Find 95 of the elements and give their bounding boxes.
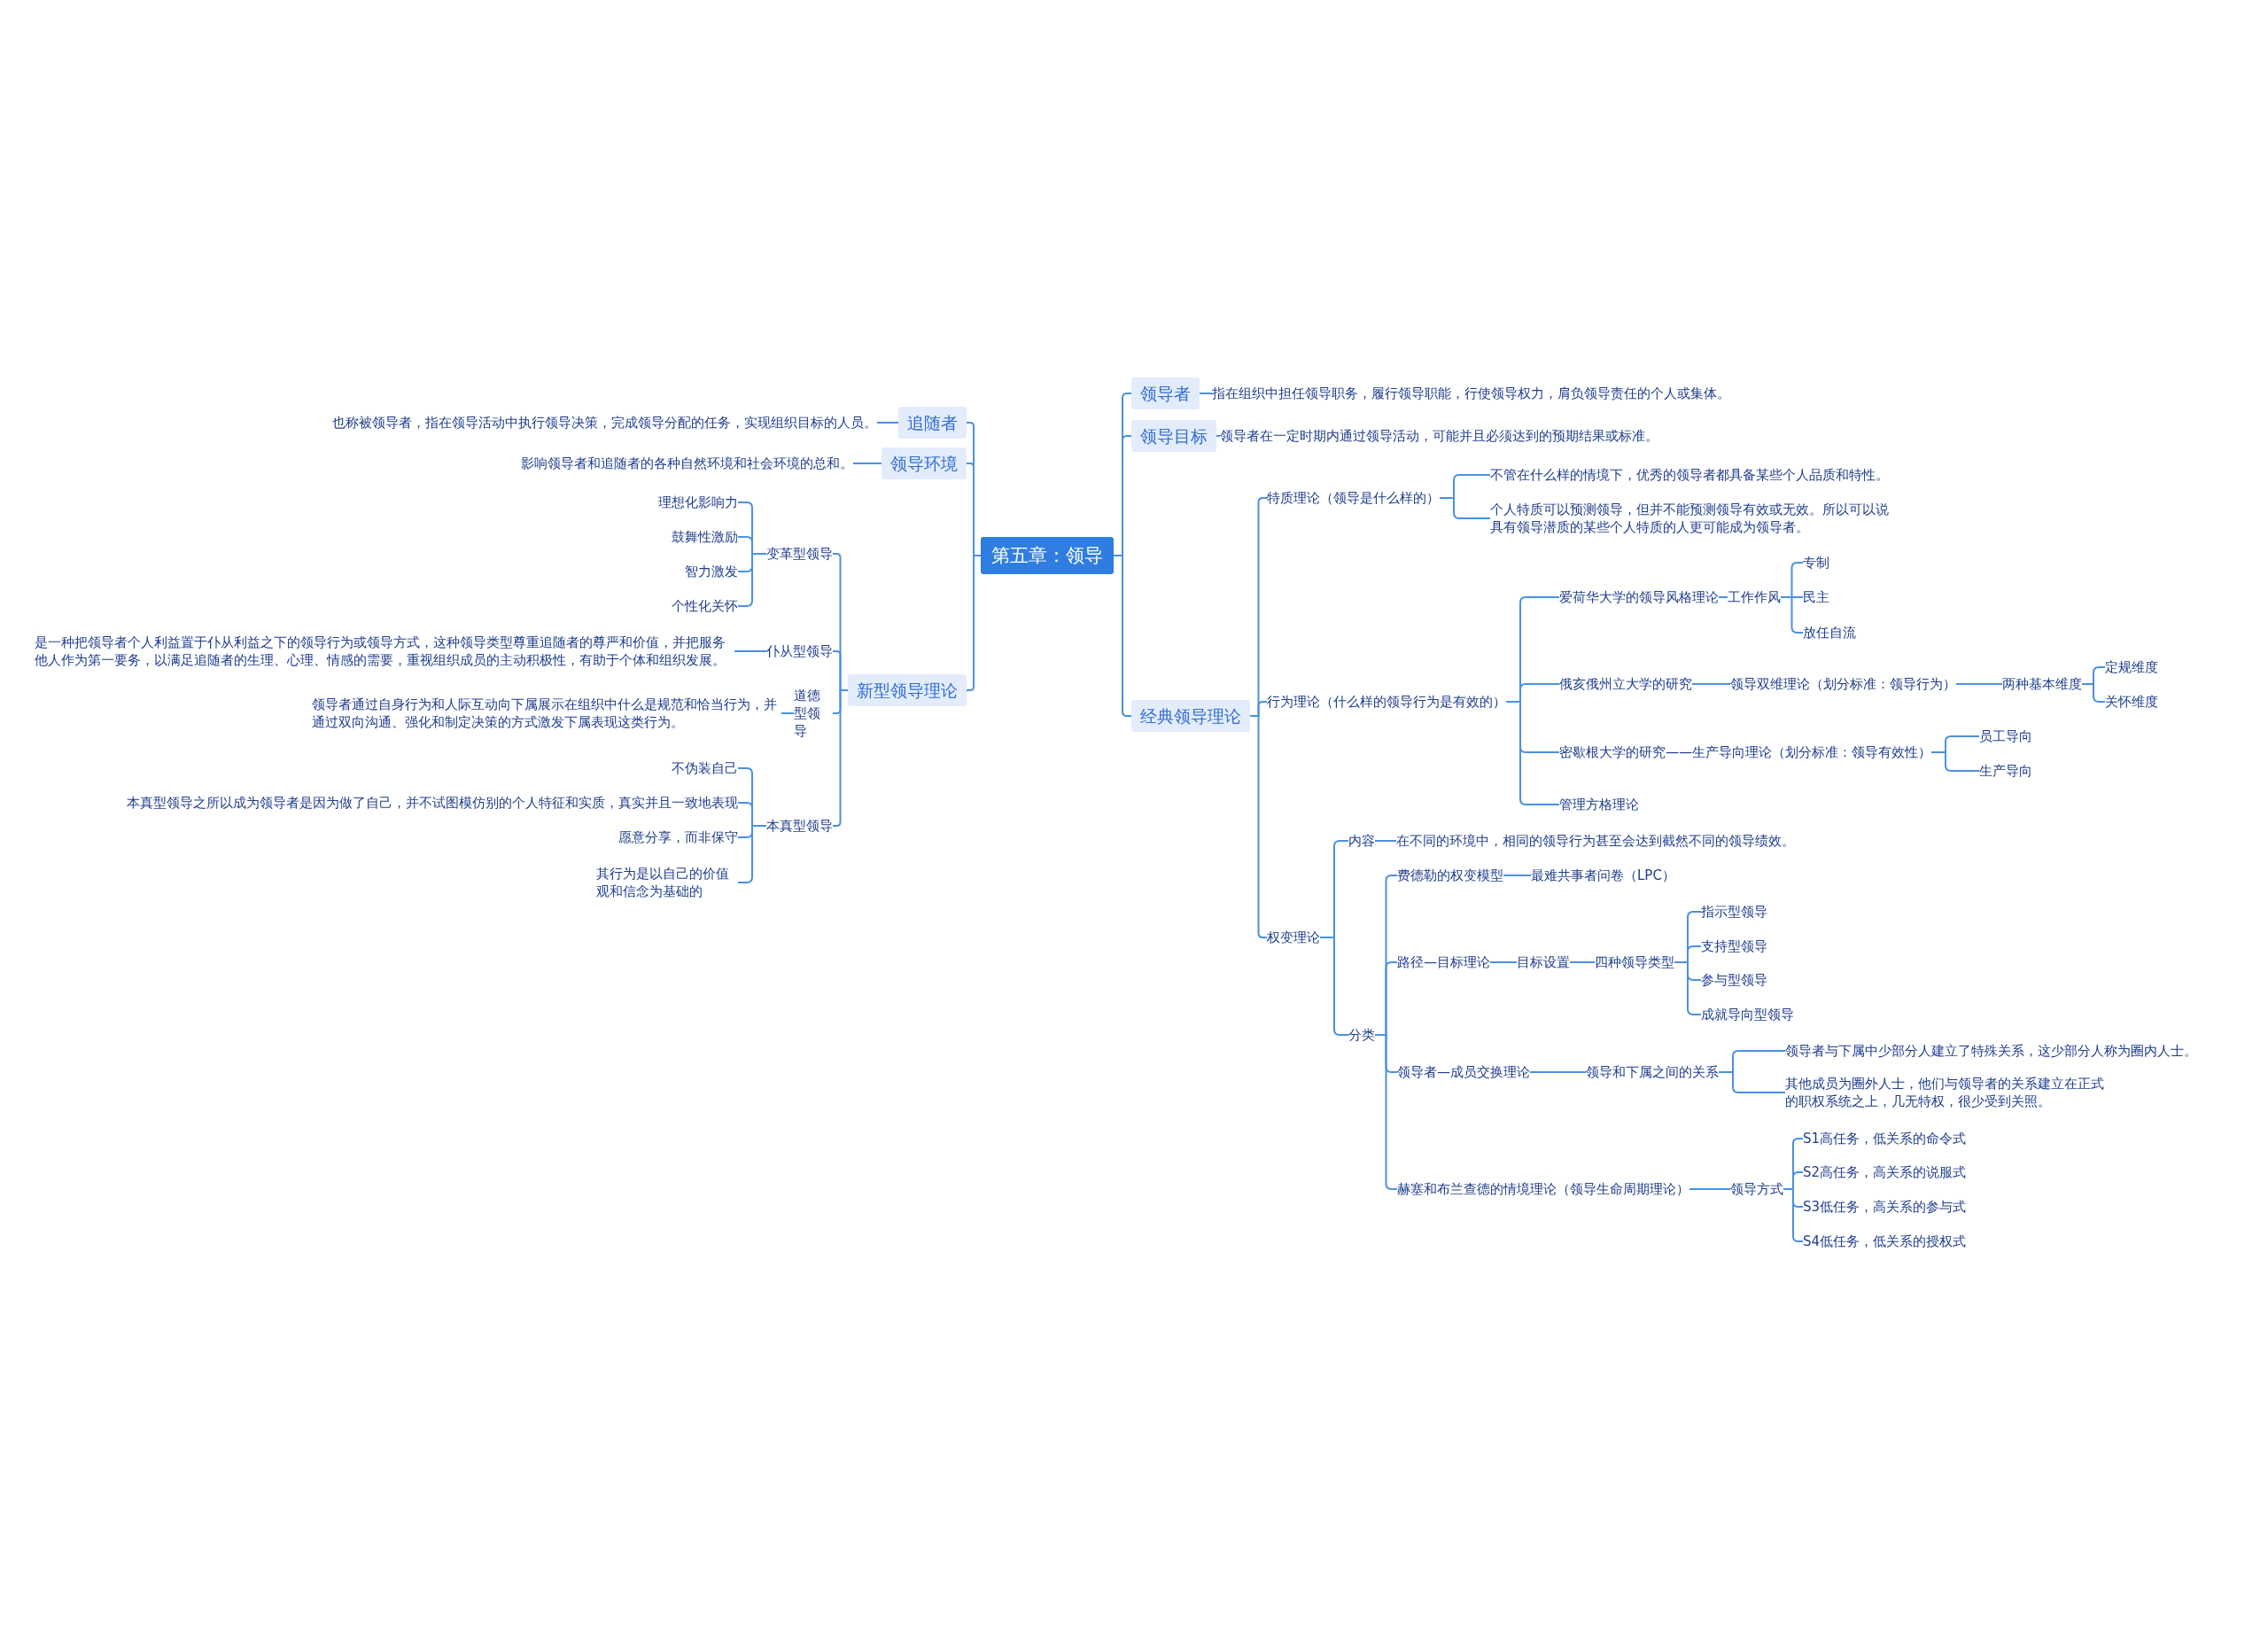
topic-text: 爱荷华大学的领导风格理论 (1559, 588, 1719, 606)
topic-text: 密歇根大学的研究——生产导向理论（划分标准：领导有效性） (1559, 743, 1931, 761)
connector-line (1489, 961, 1518, 963)
connector-line (1674, 961, 1702, 1015)
connector-line (1930, 751, 1980, 772)
topic-text: 领导者在一定时期内通过领导活动，可能并且必须达到的预期结果或标准。 (1220, 427, 1658, 445)
topic-text: 员工导向 (1979, 727, 2032, 745)
topic-text: 定规维度 (2105, 658, 2158, 676)
topic-text: 个人特质可以预测领导，但并不能预测领导有效或无效。所以可以说具有领导潜质的某些个人特质的人更可能成为领导者。 (1490, 501, 1889, 536)
connector-line (1319, 937, 1349, 1036)
connector-line (737, 825, 767, 883)
topic-text: 民主 (1803, 588, 1829, 606)
topic-box: 领导目标 (1131, 420, 1216, 452)
topic-text: 路径—目标理论 (1397, 953, 1490, 971)
topic-text: 行为理论（什么样的领导行为是有效的） (1267, 693, 1506, 711)
connector-line (734, 650, 767, 652)
topic-text: 领导者通过自身行为和人际互动向下属展示在组织中什么是规范和恰当行为，并通过双向沟通、强化和制定决策的方式激发下属表现这类行为。 (312, 696, 781, 731)
topic-text: 影响领导者和追随者的各种自然环境和社会环境的总和。 (521, 455, 853, 472)
connector-line (1718, 1071, 1786, 1093)
topic-box: 经典领导理论 (1131, 700, 1250, 732)
topic-text: 领导方式 (1730, 1180, 1783, 1198)
connector-line (1780, 596, 1804, 634)
topic-text: 权变理论 (1267, 929, 1320, 946)
topic-text: 不伪装自己 (672, 759, 738, 777)
topic-text: 变革型领导 (766, 545, 833, 563)
topic-text: 指示型领导 (1701, 903, 1767, 921)
topic-text: 工作作风 (1728, 588, 1781, 606)
topic-text: 不管在什么样的情境下，优秀的领导者都具备某些个人品质和特性。 (1490, 466, 1889, 484)
topic-text: 内容 (1348, 832, 1375, 850)
topic-text: 道德型领导 (794, 687, 833, 740)
connector-line (1783, 1188, 1804, 1242)
connector-line (832, 689, 849, 827)
topic-text: 是一种把领导者个人利益置于仆从利益之下的领导行为或领导方式，这种领导类型尊重追随者的尊严和价值，并把服务他人作为第一要务，以满足追随者的生理、心理、情感的需要，重视组织成员的主动积极性，有助于个体和组织发展。 (35, 634, 734, 669)
topic-text: 成就导向型领导 (1701, 1006, 1794, 1023)
topic-text: 智力激发 (685, 563, 738, 580)
connector-line (1529, 1071, 1587, 1073)
connector-line (737, 553, 767, 607)
connector-line (852, 463, 882, 464)
topic-box: 追随者 (898, 407, 967, 439)
topic-text: 关怀维度 (2105, 693, 2158, 711)
topic-text: 其行为是以自己的价值观和信念为基础的 (596, 865, 738, 900)
topic-text: 其他成员为圈外人士，他们与领导者的关系建立在正式的职权系统之上，几无特权，很少受到关照。 (1785, 1075, 2113, 1110)
connector-line (1439, 497, 1491, 519)
topic-text: 俄亥俄州立大学的研究 (1559, 675, 1692, 693)
topic-text: S1高任务，低关系的命令式 (1803, 1130, 1967, 1147)
topic-text: 仆从型领导 (766, 642, 833, 660)
topic-text: 在不同的环境中，相同的领导行为甚至会达到截然不同的领导绩效。 (1396, 832, 1795, 850)
connector-line (1955, 683, 2003, 685)
topic-text: 两种基本维度 (2002, 675, 2082, 693)
topic-text: 个性化关怀 (672, 597, 738, 615)
connector-line (1249, 715, 1268, 938)
topic-text: 特质理论（领导是什么样的） (1267, 489, 1440, 507)
topic-text: 领导和下属之间的关系 (1586, 1063, 1719, 1081)
topic-text: 领导者—成员交换理论 (1397, 1063, 1530, 1081)
connector-line (1503, 875, 1532, 876)
connector-line (781, 712, 795, 714)
connector-line (1505, 701, 1560, 805)
topic-box: 领导者 (1131, 377, 1200, 409)
topic-text: S3低任务，高关系的参与式 (1803, 1198, 1967, 1216)
topic-text: 指在组织中担任领导职务，履行领导职能，行使领导权力，肩负领导责任的个人或集体。 (1212, 385, 1730, 402)
topic-text: 放任自流 (1803, 624, 1856, 642)
topic-text: 最难共事者问卷（LPC） (1531, 867, 1675, 884)
connector-line (1691, 683, 1731, 685)
connector-line (1689, 1188, 1731, 1190)
topic-text: 支持型领导 (1701, 937, 1767, 955)
topic-text: 愿意分享，而非保守 (618, 828, 738, 846)
central-topic-box: 第五章：领导 (981, 537, 1114, 574)
topic-text: 分类 (1348, 1026, 1375, 1044)
topic-text: 本真型领导 (766, 817, 833, 835)
connector-line (2081, 683, 2106, 703)
connector-line (1569, 961, 1596, 963)
connector-line (876, 422, 899, 424)
topic-text: 参与型领导 (1701, 971, 1767, 989)
connector-line (1113, 555, 1132, 717)
topic-text: 费德勒的权变模型 (1397, 867, 1503, 884)
topic-box: 领导环境 (882, 447, 967, 479)
connector-line (1718, 596, 1728, 598)
connector-line (1199, 393, 1213, 394)
topic-text: S4低任务，低关系的授权式 (1803, 1233, 1967, 1250)
topic-text: 鼓舞性激励 (672, 528, 738, 546)
topic-text: S2高任务，高关系的说服式 (1803, 1163, 1967, 1181)
topic-text: 赫塞和布兰查德的情境理论（领导生命周期理论） (1397, 1180, 1689, 1198)
topic-text: 领导双维理论（划分标准：领导行为） (1730, 675, 1956, 693)
connector-line (1374, 840, 1397, 842)
topic-text: 专制 (1803, 554, 1829, 572)
topic-text: 本真型领导之所以成为领导者是因为做了自己，并不试图模仿别的个人特征和实质，真实并且一致地表现 (127, 794, 738, 812)
connector-line (1216, 435, 1221, 437)
topic-text: 理想化影响力 (658, 494, 738, 511)
topic-text: 领导者与下属中少部分人建立了特殊关系，这少部分人称为圈内人士。 (1785, 1042, 2197, 1060)
topic-text: 四种领导类型 (1595, 953, 1674, 971)
topic-text: 目标设置 (1517, 953, 1570, 971)
topic-box: 新型领导理论 (848, 674, 967, 706)
topic-text: 生产导向 (1979, 762, 2032, 780)
topic-text: 也称被领导者，指在领导活动中执行领导决策，完成领导分配的任务，实现组织目标的人员。 (332, 414, 877, 432)
topic-text: 管理方格理论 (1559, 796, 1639, 813)
